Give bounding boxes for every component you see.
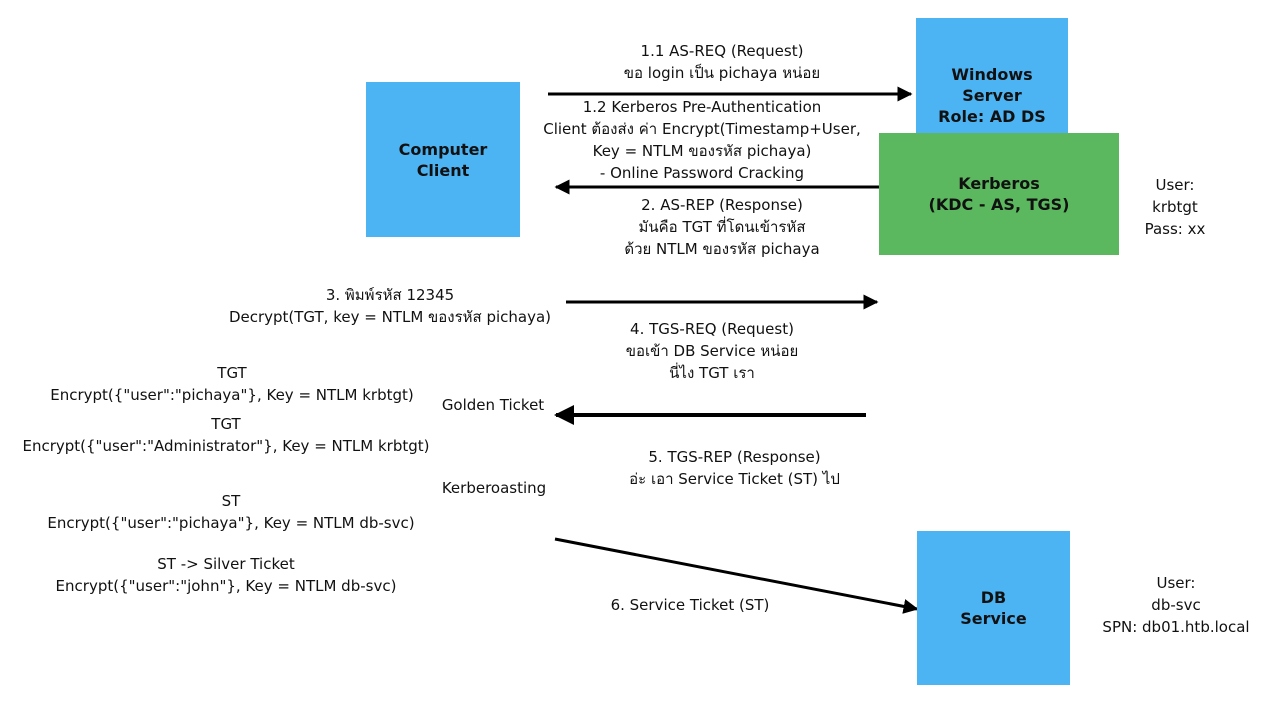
- st-user-title: ST: [221, 492, 241, 510]
- step-pre-authentication: 1.2 Kerberos Pre-Authentication Client ต…: [512, 96, 892, 184]
- tgt-user-title: TGT: [217, 364, 247, 382]
- krbtgt-user-name: krbtgt: [1152, 198, 1198, 216]
- tgs-req-desc-1: ขอเข้า DB Service หน่อย: [625, 342, 799, 360]
- step-as-rep: 2. AS-REP (Response) มันคือ TGT ที่โดนเข…: [582, 194, 862, 260]
- kerberoasting-label: Kerberoasting: [441, 479, 547, 497]
- computer-client-label-2: Client: [416, 160, 470, 180]
- pre-auth-desc-3: - Online Password Cracking: [599, 164, 805, 182]
- as-rep-desc-2: ด้วย NTLM ของรหัส pichaya: [624, 240, 820, 258]
- step-service-ticket: 6. Service Ticket (ST): [580, 594, 800, 616]
- kerberos-box: Kerberos (KDC - AS, TGS): [879, 133, 1119, 255]
- silver-ticket-title: ST -> Silver Ticket: [157, 555, 295, 573]
- note-tgt-admin: TGT Encrypt({"user":"Administrator"}, Ke…: [0, 413, 452, 457]
- decrypt-desc: Decrypt(TGT, key = NTLM ของรหัส pichaya): [228, 308, 552, 326]
- tgs-rep-title: 5. TGS-REP (Response): [648, 448, 821, 466]
- note-kerberoasting: Kerberoasting: [425, 477, 563, 499]
- as-req-desc: ขอ login เป็น pichaya หน่อย: [623, 64, 821, 82]
- silver-ticket-desc: Encrypt({"user":"john"}, Key = NTLM db-s…: [55, 577, 397, 595]
- kerberos-label: Kerberos: [958, 174, 1040, 193]
- tgs-req-title: 4. TGS-REQ (Request): [630, 320, 794, 338]
- windows-server-role: Role: AD DS: [938, 107, 1046, 126]
- computer-client-box: Computer Client: [366, 82, 520, 237]
- db-service-label-2: Service: [960, 609, 1027, 628]
- decrypt-title: 3. พิมพ์รหัส 12345: [325, 286, 455, 304]
- computer-client-label-1: Computer: [398, 139, 488, 159]
- windows-server-label-2: Server: [962, 86, 1022, 105]
- tgs-req-desc-2: นี่ไง TGT เรา: [669, 364, 755, 382]
- windows-server-label-1: Windows: [951, 65, 1033, 84]
- tgt-user-desc: Encrypt({"user":"pichaya"}, Key = NTLM k…: [50, 386, 414, 404]
- pre-auth-desc-1: Client ต้องส่ง ค่า Encrypt(Timestamp+Use…: [543, 120, 861, 138]
- step-tgs-rep: 5. TGS-REP (Response) อ่ะ เอา Service Ti…: [592, 446, 877, 490]
- as-rep-title: 2. AS-REP (Response): [641, 196, 803, 214]
- db-svc-account-info: User: db-svc SPN: db01.htb.local: [1096, 572, 1256, 638]
- step-tgs-req: 4. TGS-REQ (Request) ขอเข้า DB Service ห…: [592, 318, 832, 384]
- krbtgt-password: Pass: xx: [1144, 220, 1206, 238]
- db-svc-spn: SPN: db01.htb.local: [1102, 618, 1250, 636]
- note-golden-ticket: Golden Ticket: [428, 394, 558, 416]
- note-st-user: ST Encrypt({"user":"pichaya"}, Key = NTL…: [21, 490, 441, 534]
- db-service-box: DB Service: [917, 531, 1070, 685]
- note-silver-ticket: ST -> Silver Ticket Encrypt({"user":"joh…: [31, 553, 421, 597]
- st-user-desc: Encrypt({"user":"pichaya"}, Key = NTLM d…: [47, 514, 415, 532]
- db-svc-user-name: db-svc: [1151, 596, 1201, 614]
- step-as-req: 1.1 AS-REQ (Request) ขอ login เป็น picha…: [572, 40, 872, 84]
- as-req-title: 1.1 AS-REQ (Request): [640, 42, 804, 60]
- as-rep-desc-1: มันคือ TGT ที่โดนเข้ารหัส: [638, 218, 806, 236]
- db-svc-user-label: User:: [1156, 574, 1196, 592]
- kerberos-subtitle: (KDC - AS, TGS): [928, 195, 1070, 214]
- service-ticket-label: 6. Service Ticket (ST): [610, 596, 770, 614]
- tgs-rep-desc: อ่ะ เอา Service Ticket (ST) ไป: [629, 470, 840, 488]
- db-service-label-1: DB: [980, 588, 1007, 607]
- pre-auth-title: 1.2 Kerberos Pre-Authentication: [582, 98, 822, 116]
- tgt-admin-desc: Encrypt({"user":"Administrator"}, Key = …: [22, 437, 430, 455]
- step-decrypt: 3. พิมพ์รหัส 12345 Decrypt(TGT, key = NT…: [205, 284, 575, 328]
- krbtgt-account-info: User: krbtgt Pass: xx: [1130, 174, 1220, 240]
- arrow-service-ticket: [554, 537, 919, 614]
- krbtgt-user-label: User:: [1155, 176, 1195, 194]
- pre-auth-desc-2: Key = NTLM ของรหัส pichaya): [592, 142, 812, 160]
- tgt-admin-title: TGT: [211, 415, 241, 433]
- golden-ticket-label: Golden Ticket: [441, 396, 545, 414]
- note-tgt-user: TGT Encrypt({"user":"pichaya"}, Key = NT…: [18, 362, 446, 406]
